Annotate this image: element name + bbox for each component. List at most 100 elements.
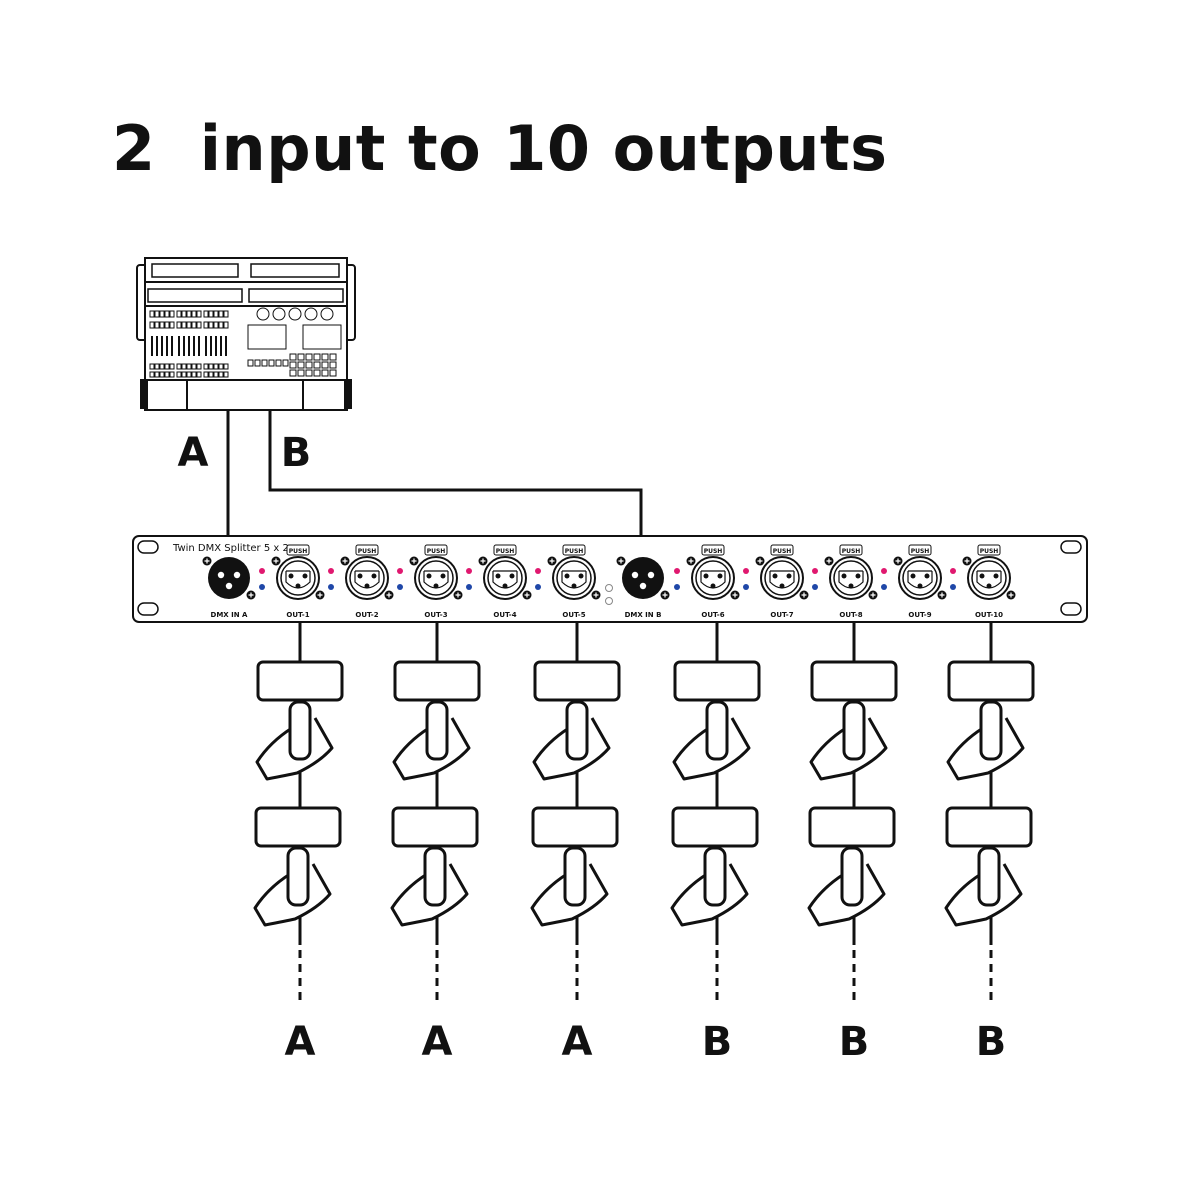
lighting-fixture-icon — [672, 660, 761, 781]
console-button — [196, 310, 202, 318]
console-button — [169, 321, 175, 329]
console-button — [208, 310, 214, 318]
console-button — [223, 363, 229, 370]
console-button — [329, 361, 337, 369]
dmx-output-connector[interactable]: PUSH — [898, 544, 942, 600]
chain-line-label: A — [422, 1019, 453, 1065]
screw-icon — [315, 590, 325, 600]
console-button — [218, 371, 224, 378]
console-button — [191, 371, 197, 378]
cable-label-b: B — [281, 430, 312, 476]
dmx-input-connector[interactable] — [622, 557, 664, 599]
console-button — [203, 321, 209, 329]
console-button — [297, 369, 305, 377]
screw-icon — [271, 556, 281, 566]
console-button — [329, 369, 337, 377]
output-label: OUT-9 — [908, 611, 931, 619]
output-label: OUT-8 — [839, 611, 862, 619]
console-button — [181, 363, 187, 370]
console-button — [223, 310, 229, 318]
lighting-fixture-icon — [946, 660, 1035, 781]
dmx-output-connector[interactable]: PUSH — [414, 544, 458, 600]
console-button — [305, 369, 313, 377]
console-button — [213, 363, 219, 370]
dmx-input-connector[interactable] — [208, 557, 250, 599]
screw-icon — [453, 590, 463, 600]
push-label: PUSH — [980, 548, 999, 555]
console-button — [297, 353, 305, 361]
console-screen — [302, 324, 342, 350]
chain-line-label: A — [285, 1019, 316, 1065]
console-button — [159, 321, 165, 329]
console-button — [164, 310, 170, 318]
console-button — [275, 359, 282, 367]
screw-icon — [730, 590, 740, 600]
console-button — [321, 361, 329, 369]
screw-icon — [202, 556, 212, 566]
console-button — [164, 371, 170, 378]
status-led-b — [950, 584, 956, 590]
push-label: PUSH — [773, 548, 792, 555]
dmx-output-connector[interactable]: PUSH — [829, 544, 873, 600]
output-label: OUT-3 — [424, 611, 447, 619]
output-label: OUT-2 — [355, 611, 378, 619]
lighting-fixture-icon — [255, 660, 344, 781]
rack-hole — [1060, 602, 1082, 616]
output-label: OUT-5 — [562, 611, 585, 619]
console-button — [321, 369, 329, 377]
console-button — [181, 371, 187, 378]
splitter-name: Twin DMX Splitter 5 x 2 — [172, 543, 289, 554]
screw-icon — [1006, 590, 1016, 600]
status-led-a — [466, 568, 472, 574]
output-label: OUT-1 — [286, 611, 309, 619]
console-button — [329, 353, 337, 361]
console-encoder — [272, 307, 286, 321]
status-led-b — [397, 584, 403, 590]
chain-line-label: A — [562, 1019, 593, 1065]
console-button — [196, 371, 202, 378]
output-label: OUT-10 — [975, 611, 1003, 619]
push-label: PUSH — [427, 548, 446, 555]
console-button — [159, 363, 165, 370]
status-led-b — [535, 584, 541, 590]
output-label: OUT-7 — [770, 611, 793, 619]
console-button — [223, 371, 229, 378]
screw-icon — [868, 590, 878, 600]
console-button — [176, 310, 182, 318]
screw-icon — [962, 556, 972, 566]
status-led-a — [950, 568, 956, 574]
console-encoder — [320, 307, 334, 321]
console-button — [176, 321, 182, 329]
status-led-a — [259, 568, 265, 574]
rack-hole — [137, 602, 159, 616]
dmx-output-connector[interactable]: PUSH — [552, 544, 596, 600]
console-button — [223, 321, 229, 329]
console-button — [154, 310, 160, 318]
lighting-fixture-icon — [253, 806, 342, 927]
fixture-chain: B — [944, 622, 1035, 1065]
push-label: PUSH — [496, 548, 515, 555]
console-button — [196, 363, 202, 370]
dmx-output-connector[interactable]: PUSH — [276, 544, 320, 600]
rack-hole — [1060, 540, 1082, 554]
dmx-output-connector[interactable]: PUSH — [760, 544, 804, 600]
dmx-output-connector[interactable]: PUSH — [967, 544, 1011, 600]
dmx-output-connector[interactable]: PUSH — [691, 544, 735, 600]
console-encoder — [256, 307, 270, 321]
rack-hole — [137, 540, 159, 554]
console-button — [186, 310, 192, 318]
push-label: PUSH — [704, 548, 723, 555]
dmx-output-connector[interactable]: PUSH — [345, 544, 389, 600]
console-button — [213, 371, 219, 378]
console-button — [213, 321, 219, 329]
status-led-b — [674, 584, 680, 590]
status-led-b — [466, 584, 472, 590]
console-button — [203, 310, 209, 318]
console-button — [268, 359, 275, 367]
dmx-output-connector[interactable]: PUSH — [483, 544, 527, 600]
console-button — [289, 353, 297, 361]
status-led-a — [881, 568, 887, 574]
screw-icon — [591, 590, 601, 600]
console-button — [169, 371, 175, 378]
console-button — [169, 363, 175, 370]
